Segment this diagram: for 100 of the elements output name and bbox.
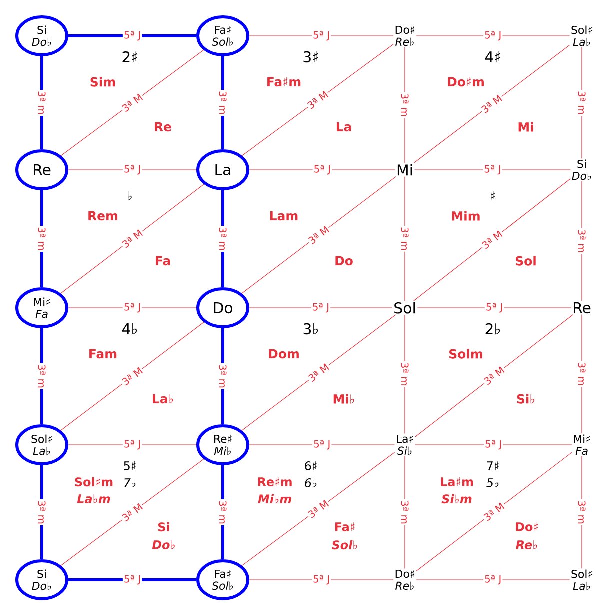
chord-label: Si xyxy=(158,522,170,532)
chord-label: La xyxy=(336,122,352,132)
edge-label: 3ª m xyxy=(37,226,47,252)
edge-label: 3ª M xyxy=(479,92,505,116)
edge-label: 3ª m xyxy=(37,500,47,526)
chord-label: Mi xyxy=(518,122,534,132)
edge-label: 5ª J xyxy=(484,439,504,451)
key-signature: 3♯ xyxy=(304,51,318,63)
note-label: Sol♯ La♭ xyxy=(570,24,594,48)
chord-label: La♭ xyxy=(153,394,174,404)
chord-label: Mim xyxy=(452,211,480,221)
edge-label: 3ª M xyxy=(120,92,146,114)
key-signature: 3♭ xyxy=(304,323,318,335)
chord-label: Do♯ xyxy=(516,522,538,532)
interval-line xyxy=(242,314,396,431)
key-signature: 6♭ xyxy=(305,478,317,488)
edge-label: 5ª J xyxy=(484,302,504,314)
note-label: Sol♯ La♭ xyxy=(570,568,594,592)
edge-label: 3ª M xyxy=(305,88,331,112)
edge-label: 5ª J xyxy=(122,574,142,586)
edge-label: 3ª M xyxy=(306,362,332,384)
chord-label: Sol♯m xyxy=(75,477,113,487)
interval-line xyxy=(414,314,574,438)
edge-label: 3ª M xyxy=(482,364,507,388)
chord-label: Re xyxy=(155,122,172,132)
note-label: Mi♯ Fa xyxy=(572,434,592,456)
key-signature: ♯ xyxy=(491,192,495,200)
edge-label: 3ª M xyxy=(120,501,146,524)
edge-label: 3ª M xyxy=(306,224,332,247)
chord-label: Mi♭m xyxy=(258,494,292,504)
edge-label: 3ª m xyxy=(400,361,410,388)
note-label: La♯ Si♭ xyxy=(394,434,416,456)
edge-label: 3ª m xyxy=(400,226,410,252)
edge-label: 3ª M xyxy=(120,228,146,250)
interval-line xyxy=(249,444,396,446)
key-signature: 2♭ xyxy=(486,323,500,335)
chord-label: Sim xyxy=(90,77,116,87)
edge-label: 3ª m xyxy=(218,226,228,252)
edge-label: 3ª m xyxy=(218,364,228,390)
note-label: Si Do♭ xyxy=(570,158,594,182)
chord-label: Re♭ xyxy=(516,540,538,550)
interval-line xyxy=(68,444,197,446)
interval-line xyxy=(68,34,196,38)
note-label: Re xyxy=(572,301,592,315)
edge-label: 5ª J xyxy=(484,574,503,586)
chord-label: Re♯m xyxy=(258,478,292,486)
key-signature: 4♯ xyxy=(485,52,500,62)
edge-label: 3ª m xyxy=(577,228,587,254)
edge-label: 3ª m xyxy=(400,92,410,118)
chord-label: Do xyxy=(336,256,353,266)
edge-label: 5ª J xyxy=(122,30,142,42)
key-signature: ♭ xyxy=(128,192,132,200)
edge-label: 5ª J xyxy=(312,574,332,586)
key-signature: 7♭ xyxy=(124,478,136,488)
chord-label: Dom xyxy=(269,349,299,359)
chord-label: Sol♭ xyxy=(332,540,358,550)
edge-label: 5ª J xyxy=(312,439,332,451)
chord-label: Si♭ xyxy=(517,394,535,404)
edge-label: 3ª m xyxy=(577,90,587,116)
edge-label: 5ª J xyxy=(483,164,502,176)
edge-label: 3ª m xyxy=(577,500,587,526)
edge-label: 3ª M xyxy=(120,365,146,388)
edge-label: 5ª J xyxy=(312,30,332,42)
chord-label: Do♯m xyxy=(448,77,484,87)
edge-label: 5ª J xyxy=(122,164,142,176)
edge-label: 3ª M xyxy=(481,500,507,524)
chord-label: Fa xyxy=(156,256,170,266)
edge-label: 5ª J xyxy=(311,302,331,314)
interval-line xyxy=(68,578,196,582)
chord-label: Sol xyxy=(516,256,536,266)
key-signature: 5♯ xyxy=(124,462,136,470)
chord-label: Lam xyxy=(270,211,298,221)
note-label: Do♯ Re♭ xyxy=(394,24,416,48)
interval-line xyxy=(414,178,571,302)
edge-label: 3ª m xyxy=(218,90,228,116)
chord-label: Fam xyxy=(90,349,117,359)
chord-label: Rem xyxy=(88,211,118,221)
edge-label: 3ª m xyxy=(37,90,47,116)
edge-label: 3ª M xyxy=(306,498,332,520)
chord-label: Solm xyxy=(450,349,482,359)
key-signature: 5♭ xyxy=(486,478,499,488)
chord-label: La♭m xyxy=(77,494,110,504)
edge-label: 3ª m xyxy=(577,361,587,388)
edge-label: 3ª M xyxy=(480,228,505,252)
edge-label: 3ª m xyxy=(37,364,47,390)
key-signature: 4♭ xyxy=(122,324,138,334)
key-signature: 7♯ xyxy=(487,462,499,470)
chord-label: Si♭m xyxy=(442,494,472,504)
interval-line xyxy=(414,444,572,446)
note-label: Sol xyxy=(392,301,418,315)
chord-label: Do♭ xyxy=(152,540,175,550)
chord-label: Fa♯ xyxy=(335,522,355,532)
note-label: Do♯ Re♭ xyxy=(394,568,416,592)
edge-label: 3ª m xyxy=(400,500,410,526)
note-label: Mi xyxy=(395,163,415,177)
key-signature: 2♯ xyxy=(122,51,138,63)
interval-line xyxy=(416,452,572,572)
chord-label: La♯m xyxy=(441,478,474,486)
edge-label: 5ª J xyxy=(484,30,503,42)
key-signature: 6♯ xyxy=(305,461,317,471)
